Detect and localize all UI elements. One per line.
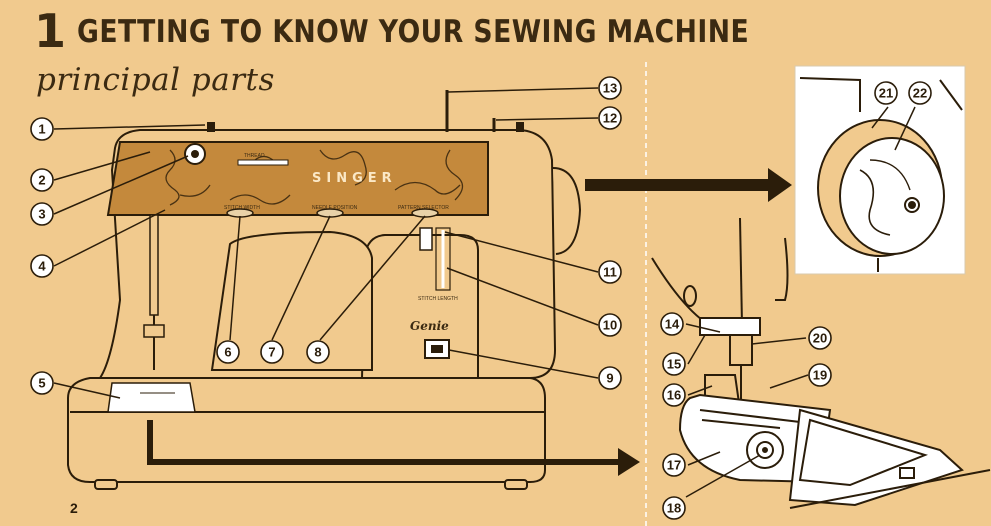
callout-4: 4	[30, 254, 54, 278]
callout-17: 17	[662, 453, 686, 477]
stitch-width-dial	[226, 208, 254, 218]
callout-5: 5	[30, 371, 54, 395]
callout-number: 20	[813, 331, 827, 346]
callout-number: 7	[268, 345, 275, 360]
callout-number: 15	[667, 357, 681, 372]
callout-1: 1	[30, 117, 54, 141]
stitch-length-lever	[419, 227, 433, 251]
callout-3: 3	[30, 202, 54, 226]
needle-position-dial	[316, 208, 344, 218]
pattern-selector-label: PATTERN SELECTOR	[398, 205, 449, 211]
callout-number: 4	[38, 259, 46, 274]
callout-13: 13	[598, 76, 622, 100]
page-number: 2	[70, 500, 78, 516]
callout-number: 8	[314, 345, 321, 360]
callout-12: 12	[598, 106, 622, 130]
callout-7: 7	[260, 340, 284, 364]
arrow-to-bobbin-detail	[768, 168, 792, 202]
callout-8: 8	[306, 340, 330, 364]
stitch-width-label: STITCH WIDTH	[224, 205, 260, 211]
chapter-title: GETTING TO KNOW YOUR SEWING MACHINE	[76, 14, 749, 50]
callout-number: 22	[913, 86, 927, 101]
callout-number: 6	[224, 345, 231, 360]
model-name: Genie	[410, 319, 449, 333]
stitch-length-label: STITCH LENGTH	[418, 296, 458, 302]
needle-plate	[107, 382, 196, 413]
callout-9: 9	[598, 366, 622, 390]
callout-15: 15	[662, 352, 686, 376]
panel-decoration	[165, 149, 464, 206]
callout-6: 6	[216, 340, 240, 364]
needle-plate-detail	[651, 217, 991, 509]
callout-22: 22	[908, 81, 932, 105]
section-subtitle: principal parts	[36, 62, 275, 98]
chapter-number: 1	[34, 4, 67, 58]
callout-19: 19	[808, 363, 832, 387]
callout-10: 10	[598, 313, 622, 337]
leader-lines	[53, 87, 916, 498]
callout-14: 14	[660, 312, 684, 336]
callout-number: 17	[667, 458, 681, 473]
callout-11: 11	[598, 260, 622, 284]
callout-20: 20	[808, 326, 832, 350]
callout-16: 16	[662, 383, 686, 407]
arrow-to-needle-plate-detail	[618, 448, 640, 476]
callout-number: 9	[606, 371, 613, 386]
brand-logo: SINGER	[312, 171, 397, 186]
callout-number: 1	[38, 122, 45, 137]
callout-number: 10	[603, 318, 617, 333]
callout-number: 13	[603, 81, 617, 96]
callout-number: 19	[813, 368, 827, 383]
needle-position-label: NEEDLE POSITION	[312, 205, 358, 211]
callout-number: 16	[667, 388, 681, 403]
callout-18: 18	[662, 496, 686, 520]
callout-number: 18	[667, 501, 681, 516]
callout-number: 5	[38, 376, 45, 391]
callout-21: 21	[874, 81, 898, 105]
callout-2: 2	[30, 168, 54, 192]
callout-number: 21	[879, 86, 893, 101]
callout-number: 11	[603, 265, 617, 280]
callout-number: 14	[665, 317, 680, 332]
bobbin-winder	[516, 122, 524, 132]
callout-number: 2	[38, 173, 45, 188]
thread-label: THREAD	[244, 153, 265, 159]
callout-number: 12	[603, 111, 617, 126]
pattern-selector-dial	[411, 208, 439, 218]
callout-number: 3	[38, 207, 45, 222]
